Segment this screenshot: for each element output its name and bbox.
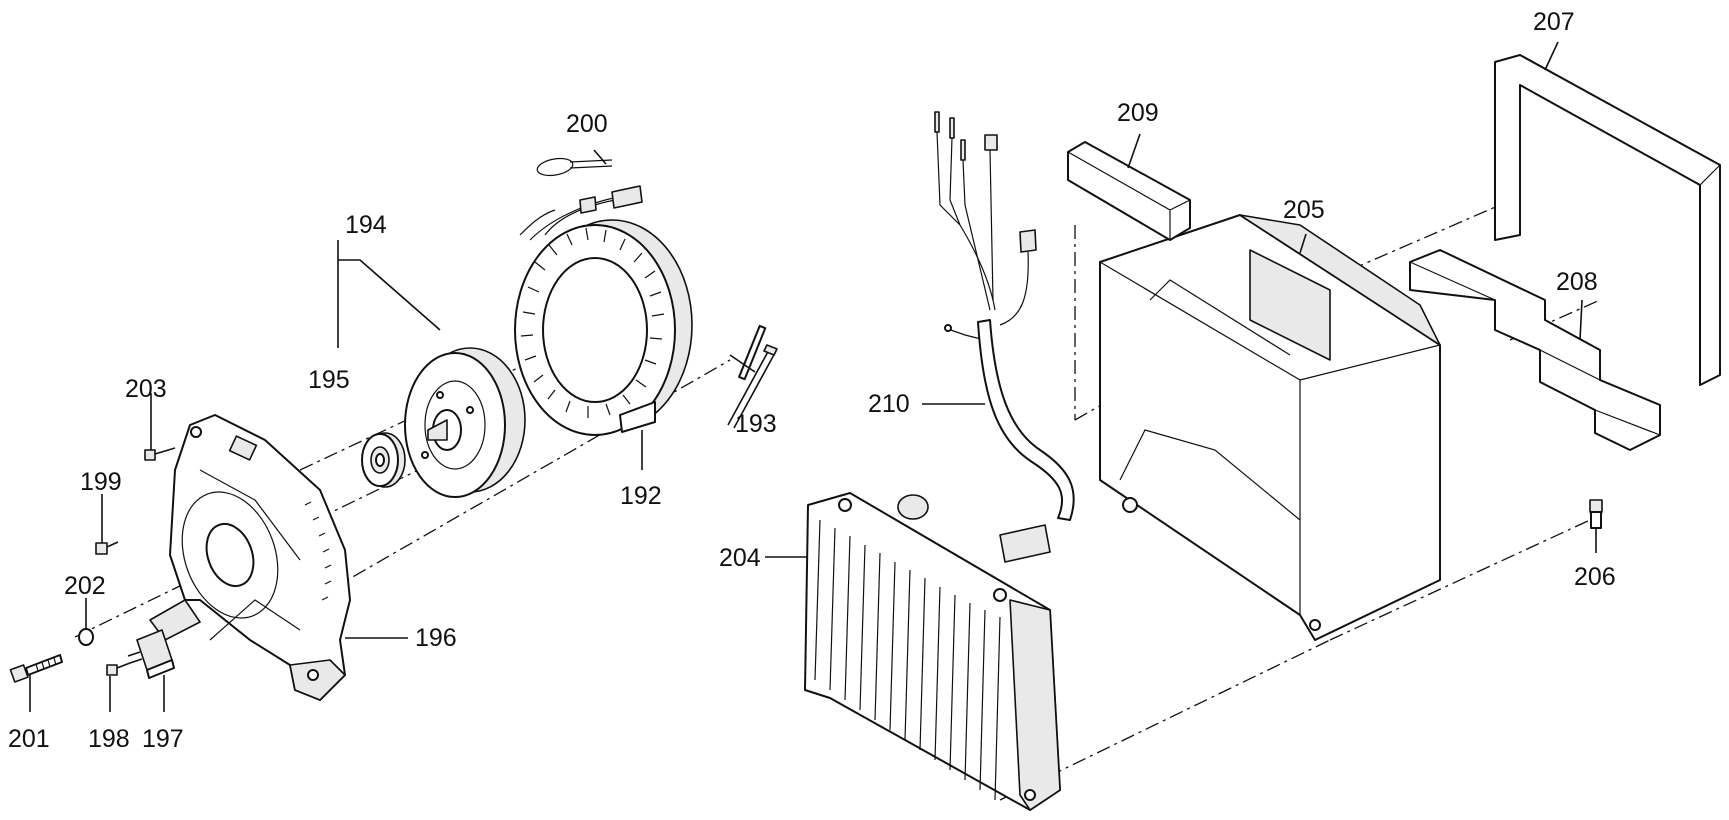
inverter-heatsink-204 — [804, 492, 1061, 811]
label-196: 196 — [415, 624, 457, 652]
label-207: 207 — [1533, 8, 1575, 36]
rectifier-197 — [127, 629, 175, 679]
end-bracket-196 — [149, 414, 351, 701]
bolt-201 — [9, 654, 63, 683]
rotor-194 — [404, 347, 526, 498]
label-208: 208 — [1556, 268, 1598, 296]
screw-198 — [106, 662, 131, 676]
foam-block-209 — [1067, 141, 1191, 241]
foam-pad-208 — [1409, 249, 1661, 451]
stator-192 — [514, 185, 693, 436]
screw-199 — [95, 541, 119, 555]
label-199: 199 — [80, 468, 122, 496]
bearing-195 — [361, 432, 406, 488]
label-203: 203 — [125, 375, 167, 403]
washer-202 — [78, 628, 94, 646]
label-206: 206 — [1574, 563, 1616, 591]
label-202: 202 — [64, 572, 106, 600]
cable-tie-200 — [536, 157, 613, 177]
label-200: 200 — [566, 110, 608, 138]
leader-lines — [29, 41, 1597, 712]
label-192: 192 — [620, 482, 662, 510]
label-204: 204 — [719, 544, 761, 572]
wiring-harness-210 — [934, 111, 1075, 563]
label-197: 197 — [142, 725, 184, 753]
label-210: 210 — [868, 390, 910, 418]
label-194: 194 — [345, 211, 387, 239]
part-labels: 200 194 195 203 199 202 196 201 198 197 … — [8, 8, 1616, 753]
label-195: 195 — [308, 366, 350, 394]
label-205: 205 — [1283, 196, 1325, 224]
frame-207 — [1494, 54, 1721, 386]
bolt-203 — [144, 447, 176, 461]
label-193: 193 — [735, 410, 777, 438]
label-201: 201 — [8, 725, 50, 753]
screw-206 — [1589, 499, 1603, 529]
housing-205 — [1099, 214, 1441, 641]
label-198: 198 — [88, 725, 130, 753]
label-209: 209 — [1117, 99, 1159, 127]
